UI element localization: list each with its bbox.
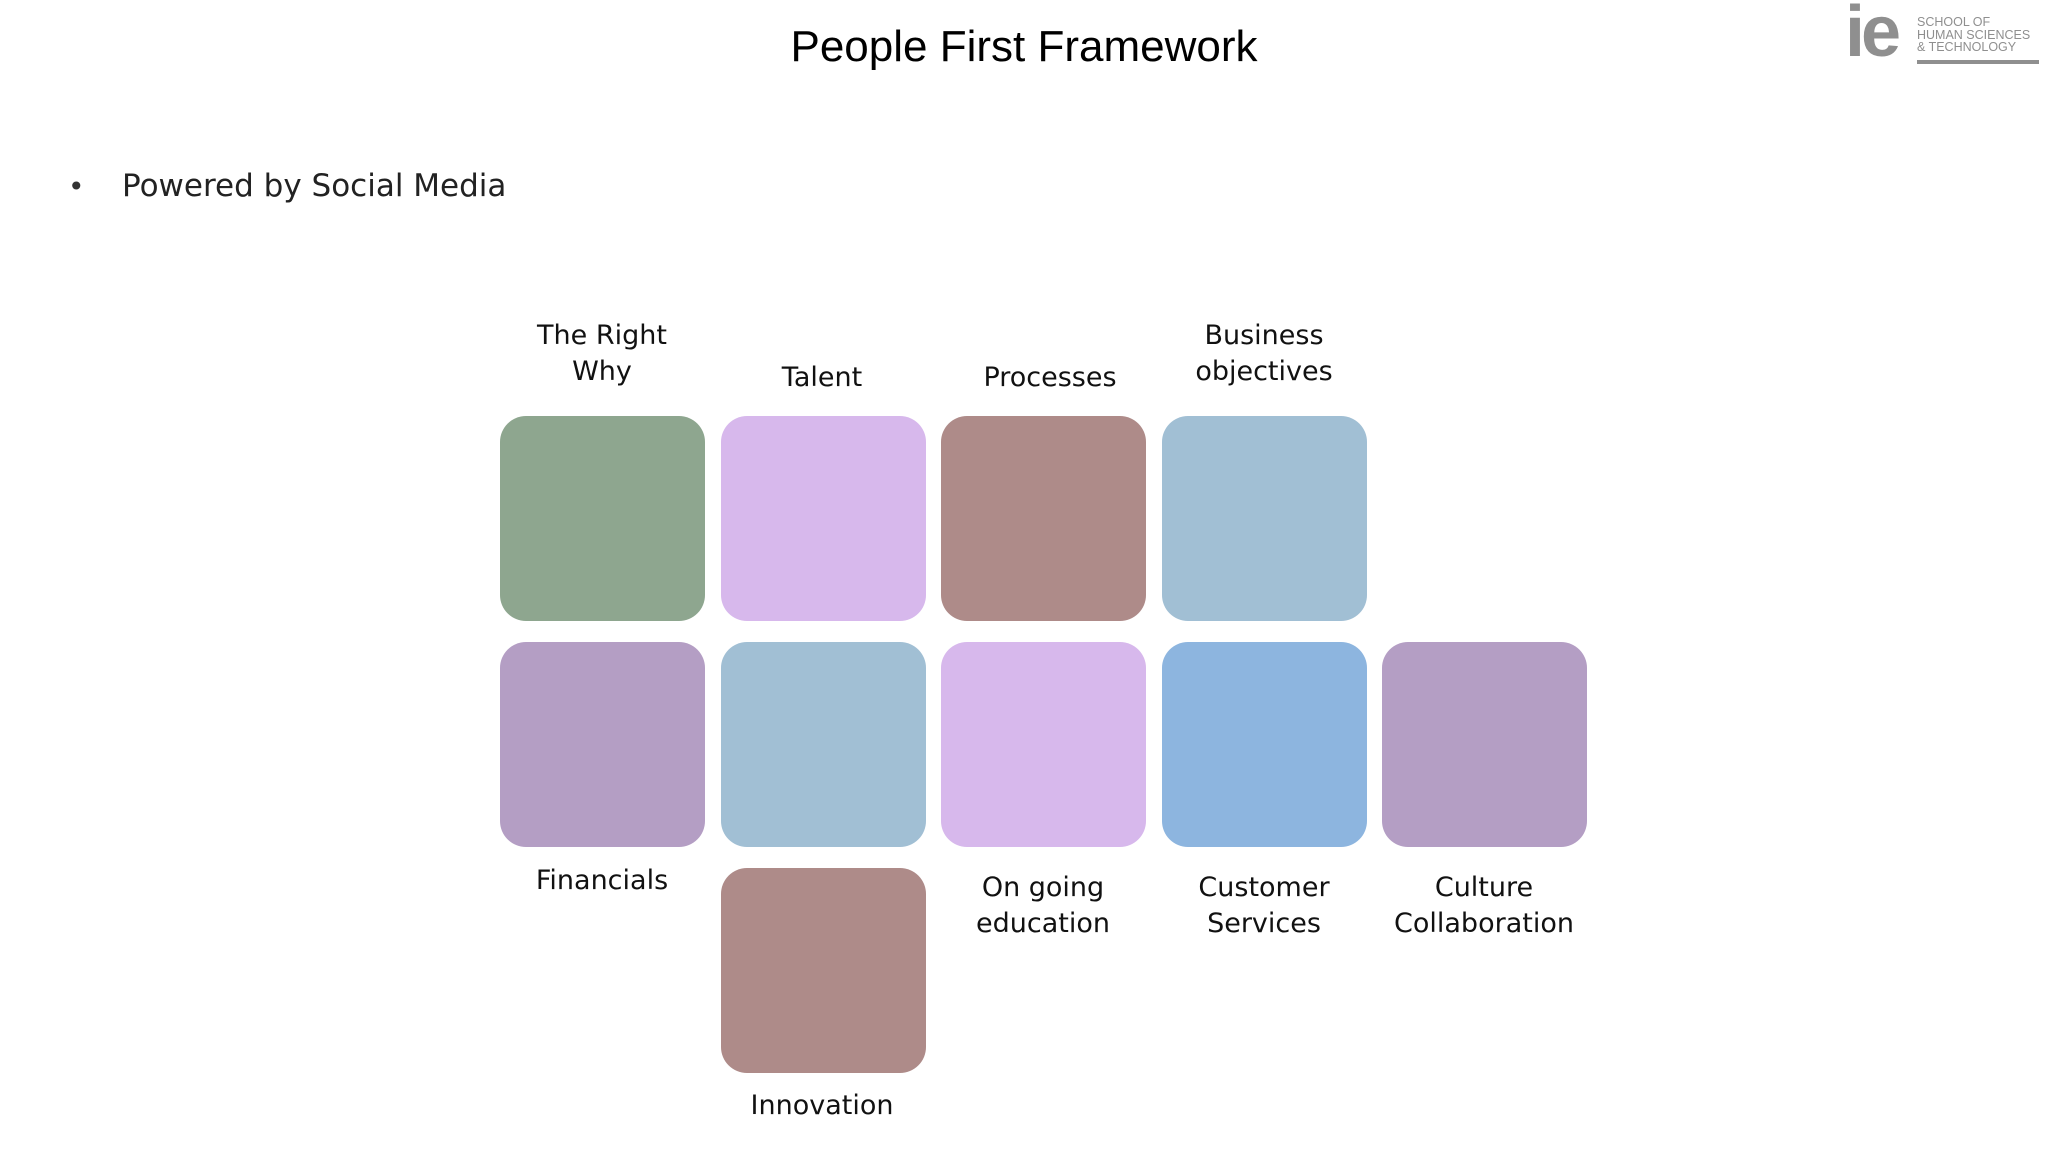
logo-line-3: & TECHNOLOGY [1917, 40, 2017, 54]
tile-customer-services [1162, 642, 1367, 847]
slide-title: People First Framework [790, 22, 1258, 71]
label-processes: Processes [983, 362, 1117, 393]
tile-processes [941, 416, 1146, 621]
label-customer-services-line-2: Services [1207, 908, 1321, 939]
tile-business-objectives [1162, 416, 1367, 621]
label-culture-collaboration: Culture Collaboration [1354, 870, 1614, 942]
logo-line-2: HUMAN SCIENCES [1917, 27, 2031, 42]
label-business-objectives-line-2: objectives [1195, 356, 1333, 387]
logo-line-1: SCHOOL OF [1917, 15, 1991, 29]
logo-text: SCHOOL OF HUMAN SCIENCES & TECHNOLOGY [1917, 16, 2030, 54]
label-on-going-education: On going education [913, 870, 1173, 942]
ie-logo: ie SCHOOL OF HUMAN SCIENCES & TECHNOLOGY [1845, 0, 2045, 72]
tile-talent [721, 416, 926, 621]
tile-innovation-upper [721, 642, 926, 847]
label-talent: Talent [781, 362, 863, 393]
bullet-point-icon: • [68, 170, 85, 203]
label-on-going-education-line-1: On going [981, 872, 1105, 903]
label-the-right-why-line-1: The Right [537, 320, 667, 351]
label-business-objectives: Business objectives [1134, 318, 1394, 390]
label-the-right-why-line-2: Why [572, 356, 632, 387]
logo-mark: ie [1845, 0, 1901, 72]
tile-financials [500, 642, 705, 847]
label-customer-services-line-1: Customer [1198, 872, 1330, 903]
tile-on-going-education [941, 642, 1146, 847]
label-business-objectives-line-1: Business [1204, 320, 1324, 351]
tile-the-right-why [500, 416, 705, 621]
label-culture-collaboration-line-1: Culture [1434, 872, 1534, 903]
label-on-going-education-line-2: education [976, 908, 1110, 939]
tile-culture-collaboration [1382, 642, 1587, 847]
label-the-right-why: The Right Why [472, 318, 732, 390]
label-financials: Financials [535, 865, 669, 896]
logo-underline [1917, 60, 2039, 64]
label-innovation: Innovation [750, 1090, 894, 1121]
bullet-text: Powered by Social Media [122, 168, 507, 204]
label-culture-collaboration-line-2: Collaboration [1394, 908, 1574, 939]
label-customer-services: Customer Services [1134, 870, 1394, 942]
tile-innovation [721, 868, 926, 1073]
